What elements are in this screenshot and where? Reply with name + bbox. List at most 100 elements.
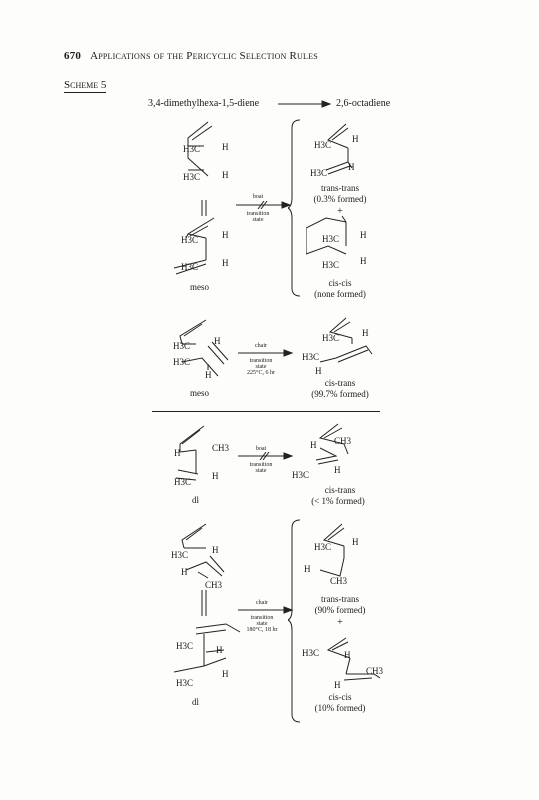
block3-cond-mid: transition <box>249 462 273 468</box>
section-divider <box>152 411 380 412</box>
reactant-name: 3,4-dimethylhexa-1,5-diene <box>148 98 260 109</box>
h-label-p1b: H <box>348 162 355 172</box>
block2-cond-bot: state <box>255 364 267 370</box>
block1-forbidden-arrow <box>236 201 292 209</box>
dl-label-1: dl <box>192 495 200 505</box>
h3c-label-1b: H3C <box>183 172 201 182</box>
block1-plus: + <box>337 206 343 217</box>
h-label-p4d: H <box>334 680 341 690</box>
h3c-label-4b: H3C <box>176 641 194 651</box>
h3c-label-p1d: H3C <box>322 260 340 270</box>
ch3-label-4a: CH3 <box>205 580 223 590</box>
h3c-label-p2a: H3C <box>322 333 340 343</box>
h3c-label-4a: H3C <box>171 550 189 560</box>
block3-forbidden-arrow <box>238 452 294 460</box>
h-label-p1a: H <box>352 134 359 144</box>
block1-products-structure <box>306 123 353 255</box>
block4-prod1-name: trans-trans <box>321 594 359 604</box>
h3c-label-1d: H3C <box>181 262 199 272</box>
block4-brace <box>288 519 301 723</box>
running-header: 670 Applications of the Pericyclic Selec… <box>64 50 318 62</box>
h-label-p4a: H <box>352 537 359 547</box>
ch3-label-p4b: CH3 <box>366 666 384 676</box>
meso-label-1: meso <box>190 282 209 292</box>
block3-product-structure <box>315 423 349 465</box>
h-label-2a: H <box>214 336 221 346</box>
block4-cond-extra: 180°C, 18 hr <box>246 627 278 633</box>
block1-prod1-yield: (0.3% formed) <box>313 194 367 204</box>
block1-cond-bot: state <box>252 217 264 223</box>
block2-cond-extra: 225°C, 6 hr <box>247 370 275 376</box>
h-label-1a: H <box>222 142 229 152</box>
h-label-2b: H <box>205 370 212 380</box>
block4-prod1-yield: (90% formed) <box>314 605 366 615</box>
h-label-4d: H <box>222 669 229 679</box>
block3-prod-name: cis-trans <box>324 485 356 495</box>
block2-prod-name: cis-trans <box>324 378 356 388</box>
block1-prod2-yield: (none formed) <box>314 289 366 299</box>
h-label-3a: H <box>174 448 181 458</box>
block4-arrow <box>238 606 294 614</box>
h3c-label-2b: H3C <box>173 357 191 367</box>
h3c-label-p2b: H3C <box>302 352 320 362</box>
block3-cond-bot: state <box>255 468 267 474</box>
block4-plus: + <box>337 617 343 628</box>
scheme-label: Scheme 5 <box>64 79 107 93</box>
block2-product-structure <box>319 317 373 363</box>
block4-prod2-name: cis-cis <box>328 692 352 702</box>
header-title: Applications of the Pericyclic Selection… <box>90 50 318 62</box>
block4-prod2-yield: (10% formed) <box>314 703 366 713</box>
block2-cond-mid: transition <box>249 358 273 364</box>
h3c-label-3a: H3C <box>174 477 192 487</box>
block4-products-structure <box>319 523 380 681</box>
product-name: 2,6-octadiene <box>336 98 391 109</box>
h3c-label-p1c: H3C <box>322 234 340 244</box>
h3c-label-p1a: H3C <box>314 140 332 150</box>
h3c-label-p4a: H3C <box>314 542 332 552</box>
block4-cond-mid: transition <box>250 615 274 621</box>
ch3-label-p4a: CH3 <box>330 576 348 586</box>
block2-cond-top: chair <box>255 343 267 349</box>
ch3-label-p3a: CH3 <box>334 436 352 446</box>
h-label-4b: H <box>181 567 188 577</box>
h-label-3b: H <box>212 471 219 481</box>
page-number: 670 <box>64 50 82 62</box>
meso-boat-structure <box>173 121 215 275</box>
block3-prod-yield: (< 1% formed) <box>311 496 365 506</box>
block3-cond-top: boat <box>255 446 267 452</box>
h3c-label-2a: H3C <box>173 341 191 351</box>
ch3-label-3a: CH3 <box>212 443 230 453</box>
block4-cond-top: chair <box>256 600 268 606</box>
meso-label-2: meso <box>190 388 209 398</box>
h3c-label-p4b: H3C <box>302 648 320 658</box>
h-label-p3b: H <box>334 465 341 475</box>
block1-cond-top: boat <box>252 194 264 200</box>
h-label-4c: H <box>216 645 223 655</box>
block1-brace <box>288 119 301 297</box>
h-label-p3a: H <box>310 440 317 450</box>
h-label-p1d: H <box>360 256 367 266</box>
dl-boat-structure <box>175 425 205 481</box>
block1-cond-mid: transition <box>246 211 270 217</box>
h3c-label-1c: H3C <box>181 235 199 245</box>
block1-prod1-name: trans-trans <box>321 183 359 193</box>
block2-arrow <box>238 349 294 357</box>
block1-prod2-name: cis-cis <box>328 278 352 288</box>
h-label-4a: H <box>212 545 219 555</box>
h3c-label-p1b: H3C <box>310 168 328 178</box>
block4-cond-bot: state <box>256 621 268 627</box>
dl-chair-structure <box>173 523 241 673</box>
h-label-p4c: H <box>344 650 351 660</box>
h3c-label-p3a: H3C <box>292 470 310 480</box>
meso-chair-structure <box>179 319 229 377</box>
dl-label-2: dl <box>192 697 200 707</box>
h-label-1d: H <box>222 258 229 268</box>
title-arrow <box>278 100 332 108</box>
h-label-p2b: H <box>315 366 322 376</box>
h-label-1c: H <box>222 230 229 240</box>
h-label-p4b: H <box>304 564 311 574</box>
h-label-1b: H <box>222 170 229 180</box>
h-label-p2a: H <box>362 328 369 338</box>
block2-prod-yield: (99.7% formed) <box>311 389 369 399</box>
